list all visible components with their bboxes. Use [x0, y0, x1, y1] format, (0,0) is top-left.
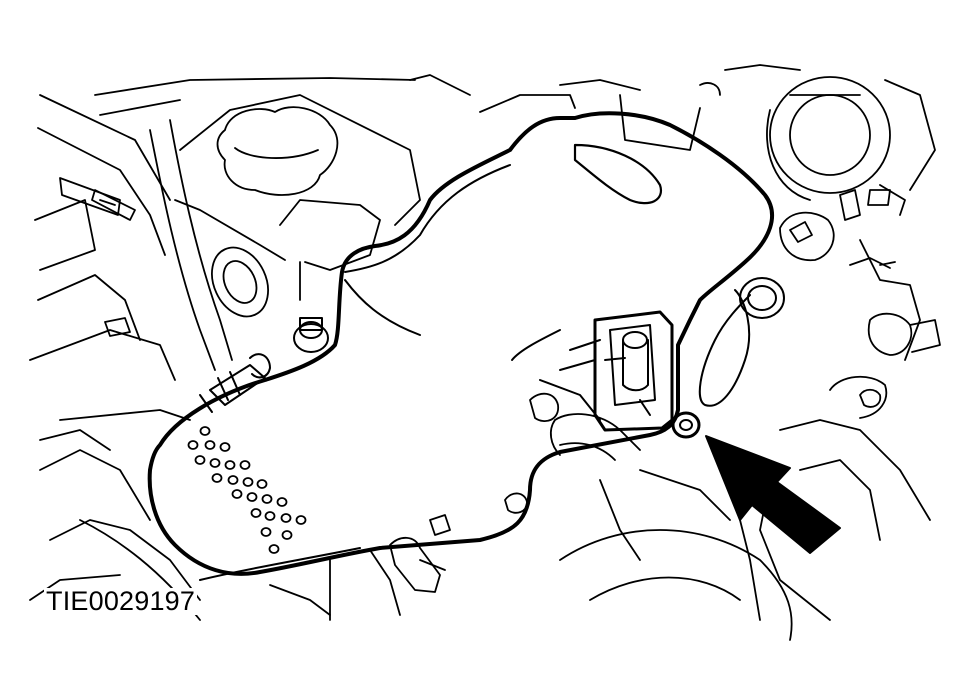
shield-bolt-left — [293, 317, 329, 353]
background-engine-parts — [29, 64, 941, 641]
sensor-component — [539, 310, 674, 432]
heat-shield — [147, 111, 775, 581]
wiring-loop — [698, 277, 785, 407]
target-fastener — [671, 411, 701, 439]
callout-arrow-icon — [705, 435, 841, 554]
figure-reference-label: TIE0029197 — [44, 586, 198, 616]
shield-vent-holes — [187, 426, 307, 554]
